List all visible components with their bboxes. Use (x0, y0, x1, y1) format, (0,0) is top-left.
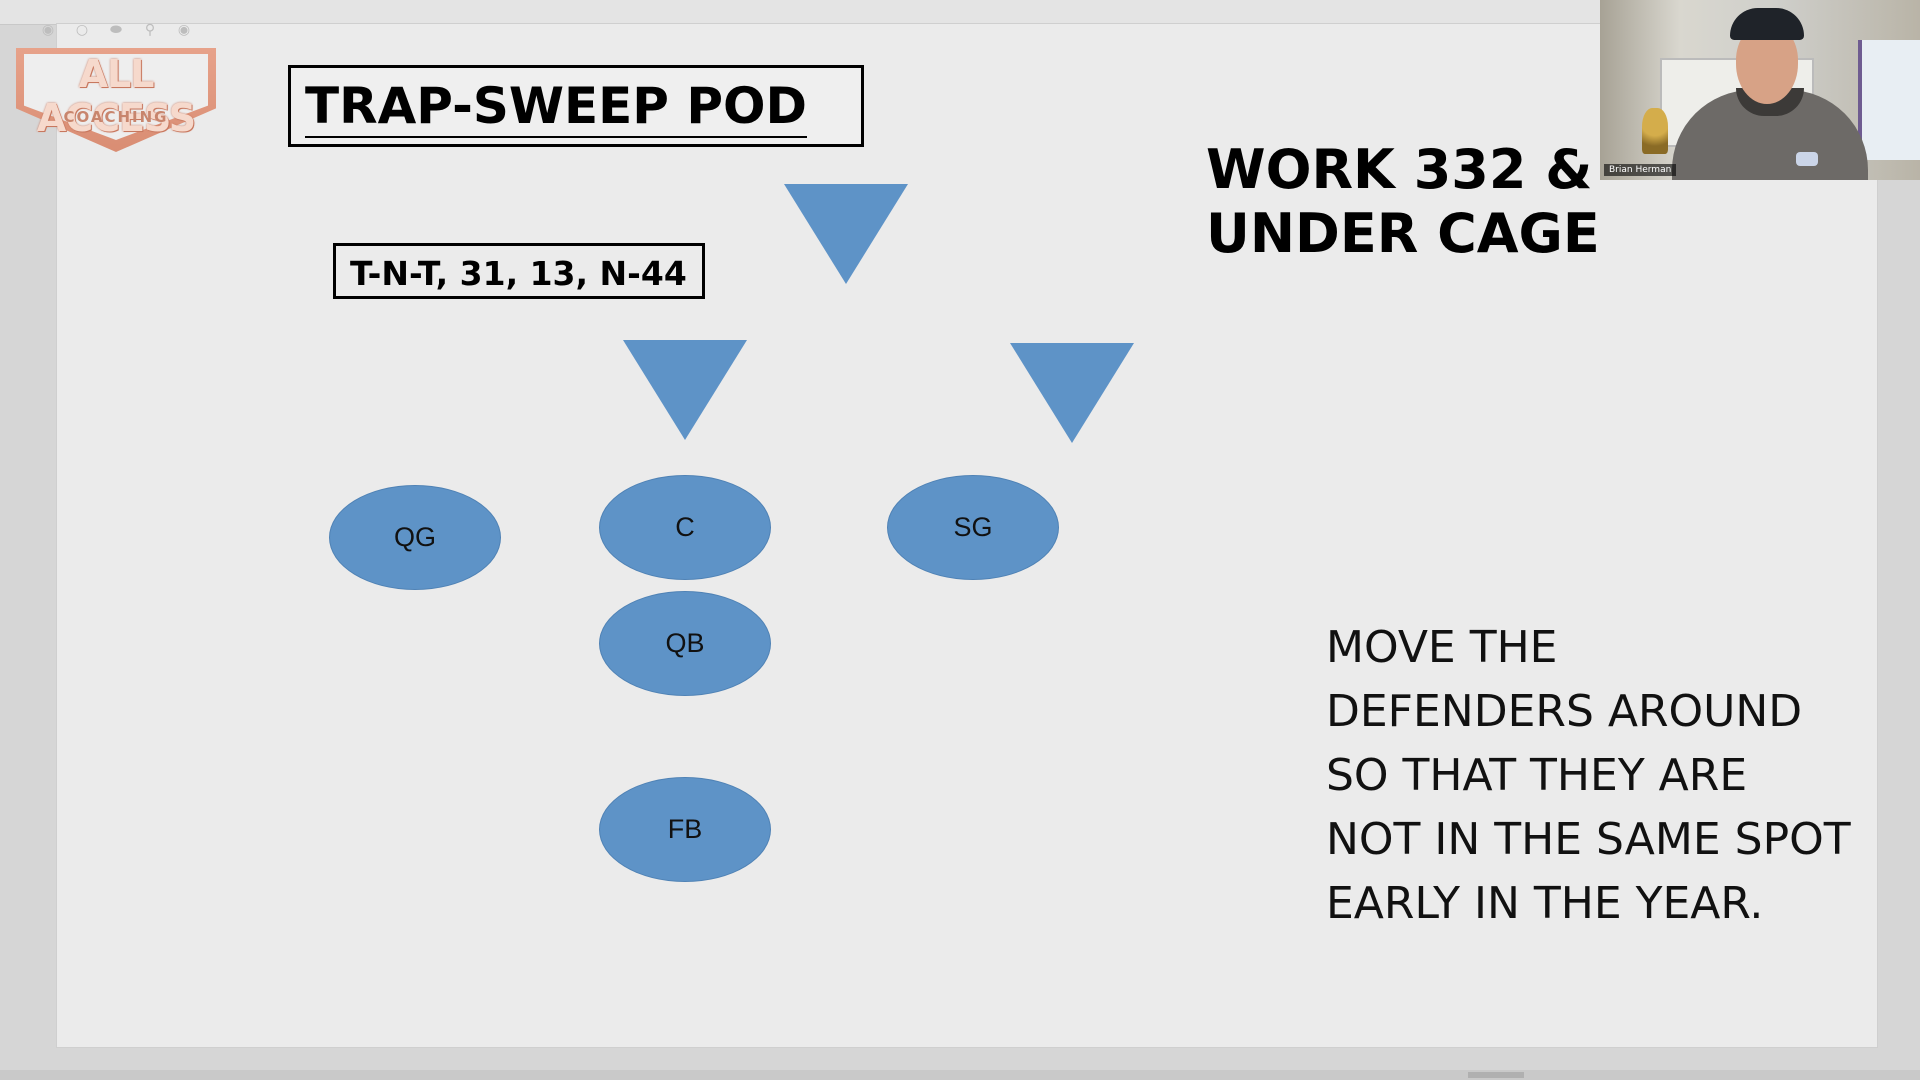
player-fb: FB (599, 777, 771, 882)
trophy (1642, 108, 1668, 154)
horizontal-scrollbar[interactable] (0, 1070, 1920, 1080)
presenter-name-tag: Brian Herman (1604, 164, 1677, 176)
office-window (1858, 40, 1920, 160)
volleyball-icon: ◉ (41, 22, 55, 38)
shirt-logo (1796, 152, 1818, 166)
note-line: EARLY IN THE YEAR. (1326, 878, 1764, 929)
player-label: C (675, 512, 695, 542)
note-line: NOT IN THE SAME SPOT (1326, 814, 1851, 865)
defender-triangle (1010, 343, 1134, 443)
defender-triangle (623, 340, 747, 440)
note-line: DEFENDERS AROUND (1326, 686, 1803, 737)
work-line: UNDER CAGE (1206, 202, 1600, 265)
player-c: C (599, 475, 771, 580)
play-calls-box: T-N-T, 31, 13, N-44 (333, 243, 705, 299)
lacrosse-icon: ⚲ (144, 22, 156, 38)
player-qg: QG (329, 485, 501, 590)
play-calls: T-N-T, 31, 13, N-44 (350, 254, 687, 293)
work-line: WORK 332 & (1206, 138, 1593, 201)
webcam-overlay[interactable]: Brian Herman (1600, 0, 1920, 180)
slide-title-box: TRAP-SWEEP POD (288, 65, 864, 147)
presenter-cap (1730, 8, 1804, 40)
brand-subtitle: COACHING (63, 108, 169, 126)
brand-logo: ◉ ○ ⬬ ⚲ ◉ ALL ACCESS COACHING (16, 18, 216, 153)
note-line: SO THAT THEY ARE (1326, 750, 1748, 801)
player-label: FB (667, 814, 703, 844)
football-icon: ⬬ (110, 22, 122, 38)
defender-triangle (784, 184, 908, 284)
player-label: QG (393, 522, 436, 552)
sport-icons: ◉ ○ ⬬ ⚲ ◉ (38, 20, 194, 40)
kettlebell-icon: ◉ (177, 22, 191, 38)
baseball-icon: ○ (75, 22, 89, 38)
player-qb: QB (599, 591, 771, 696)
work-heading: WORK 332 & UNDER CAGE (1206, 138, 1616, 266)
brand-name: ALL ACCESS (36, 52, 196, 140)
player-label: QB (665, 628, 705, 658)
coaching-note: MOVE THE DEFENDERS AROUND SO THAT THEY A… (1326, 616, 1886, 936)
slide-title: TRAP-SWEEP POD (305, 76, 808, 138)
player-sg: SG (887, 475, 1059, 580)
scrollbar-thumb[interactable] (1468, 1072, 1524, 1078)
player-label: SG (953, 512, 993, 542)
note-line: MOVE THE (1326, 622, 1558, 673)
